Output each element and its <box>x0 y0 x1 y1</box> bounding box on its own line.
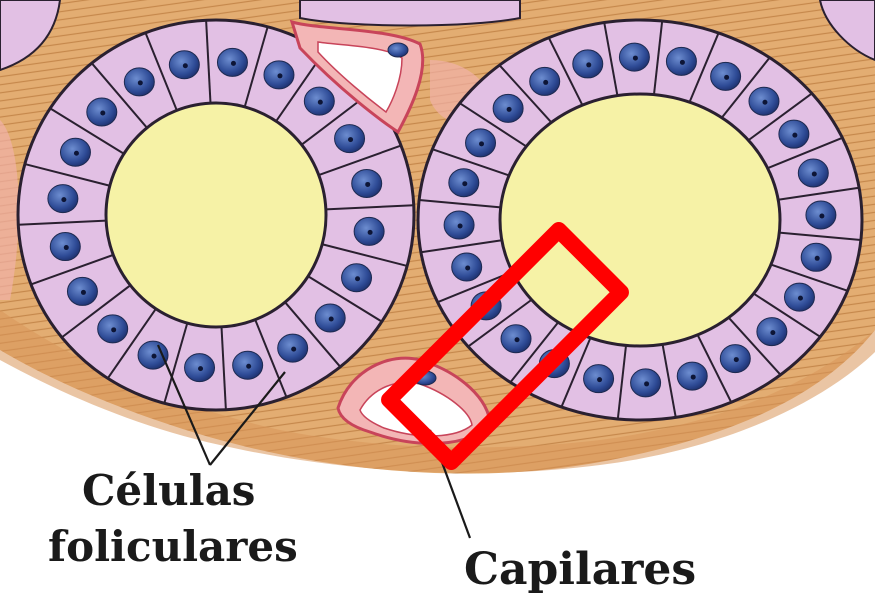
nucleolus <box>368 230 373 235</box>
nucleolus <box>586 62 591 67</box>
nucleolus <box>348 137 353 142</box>
nucleolus <box>462 181 467 186</box>
nucleolus <box>365 182 370 187</box>
nucleolus <box>198 366 203 371</box>
nucleolus <box>770 330 775 335</box>
nucleolus <box>61 197 66 202</box>
nucleolus <box>64 245 69 250</box>
follicle-right <box>418 20 862 420</box>
nucleolus <box>277 73 282 78</box>
nucleolus <box>152 354 157 359</box>
nucleolus <box>792 133 797 138</box>
nucleolus <box>100 111 105 116</box>
nucleolus <box>479 141 484 146</box>
nucleolus <box>465 266 470 271</box>
nucleolus <box>691 375 696 380</box>
nucleolus <box>329 316 334 321</box>
nucleolus <box>798 296 803 301</box>
nucleolus <box>515 337 520 342</box>
nucleolus <box>633 56 638 61</box>
nucleolus <box>138 80 143 85</box>
nucleolus <box>507 107 512 112</box>
nucleolus <box>183 63 188 68</box>
nucleolus <box>355 276 360 281</box>
follicular-cells-label-line2: foliculares <box>48 526 298 568</box>
nucleolus <box>680 60 685 65</box>
colloid-lumen <box>106 103 326 327</box>
capillaries-label: Capilares <box>464 548 696 592</box>
nucleolus <box>597 377 602 382</box>
colloid-lumen <box>500 94 780 346</box>
nucleolus <box>543 80 548 85</box>
nucleolus <box>458 224 463 229</box>
nucleolus <box>724 75 729 80</box>
nucleolus <box>74 151 79 156</box>
follicular-cells-label-line1: Células <box>82 470 255 512</box>
nucleolus <box>231 61 236 66</box>
nucleolus <box>762 100 767 105</box>
nucleolus <box>81 290 86 295</box>
nucleolus <box>734 357 739 362</box>
nucleolus <box>111 327 116 332</box>
nucleolus <box>812 171 817 176</box>
nucleolus <box>819 213 824 218</box>
nucleolus <box>815 256 820 261</box>
nucleolus <box>644 381 649 386</box>
nucleolus <box>246 364 251 369</box>
nucleolus <box>318 100 323 105</box>
nucleolus <box>291 347 296 352</box>
